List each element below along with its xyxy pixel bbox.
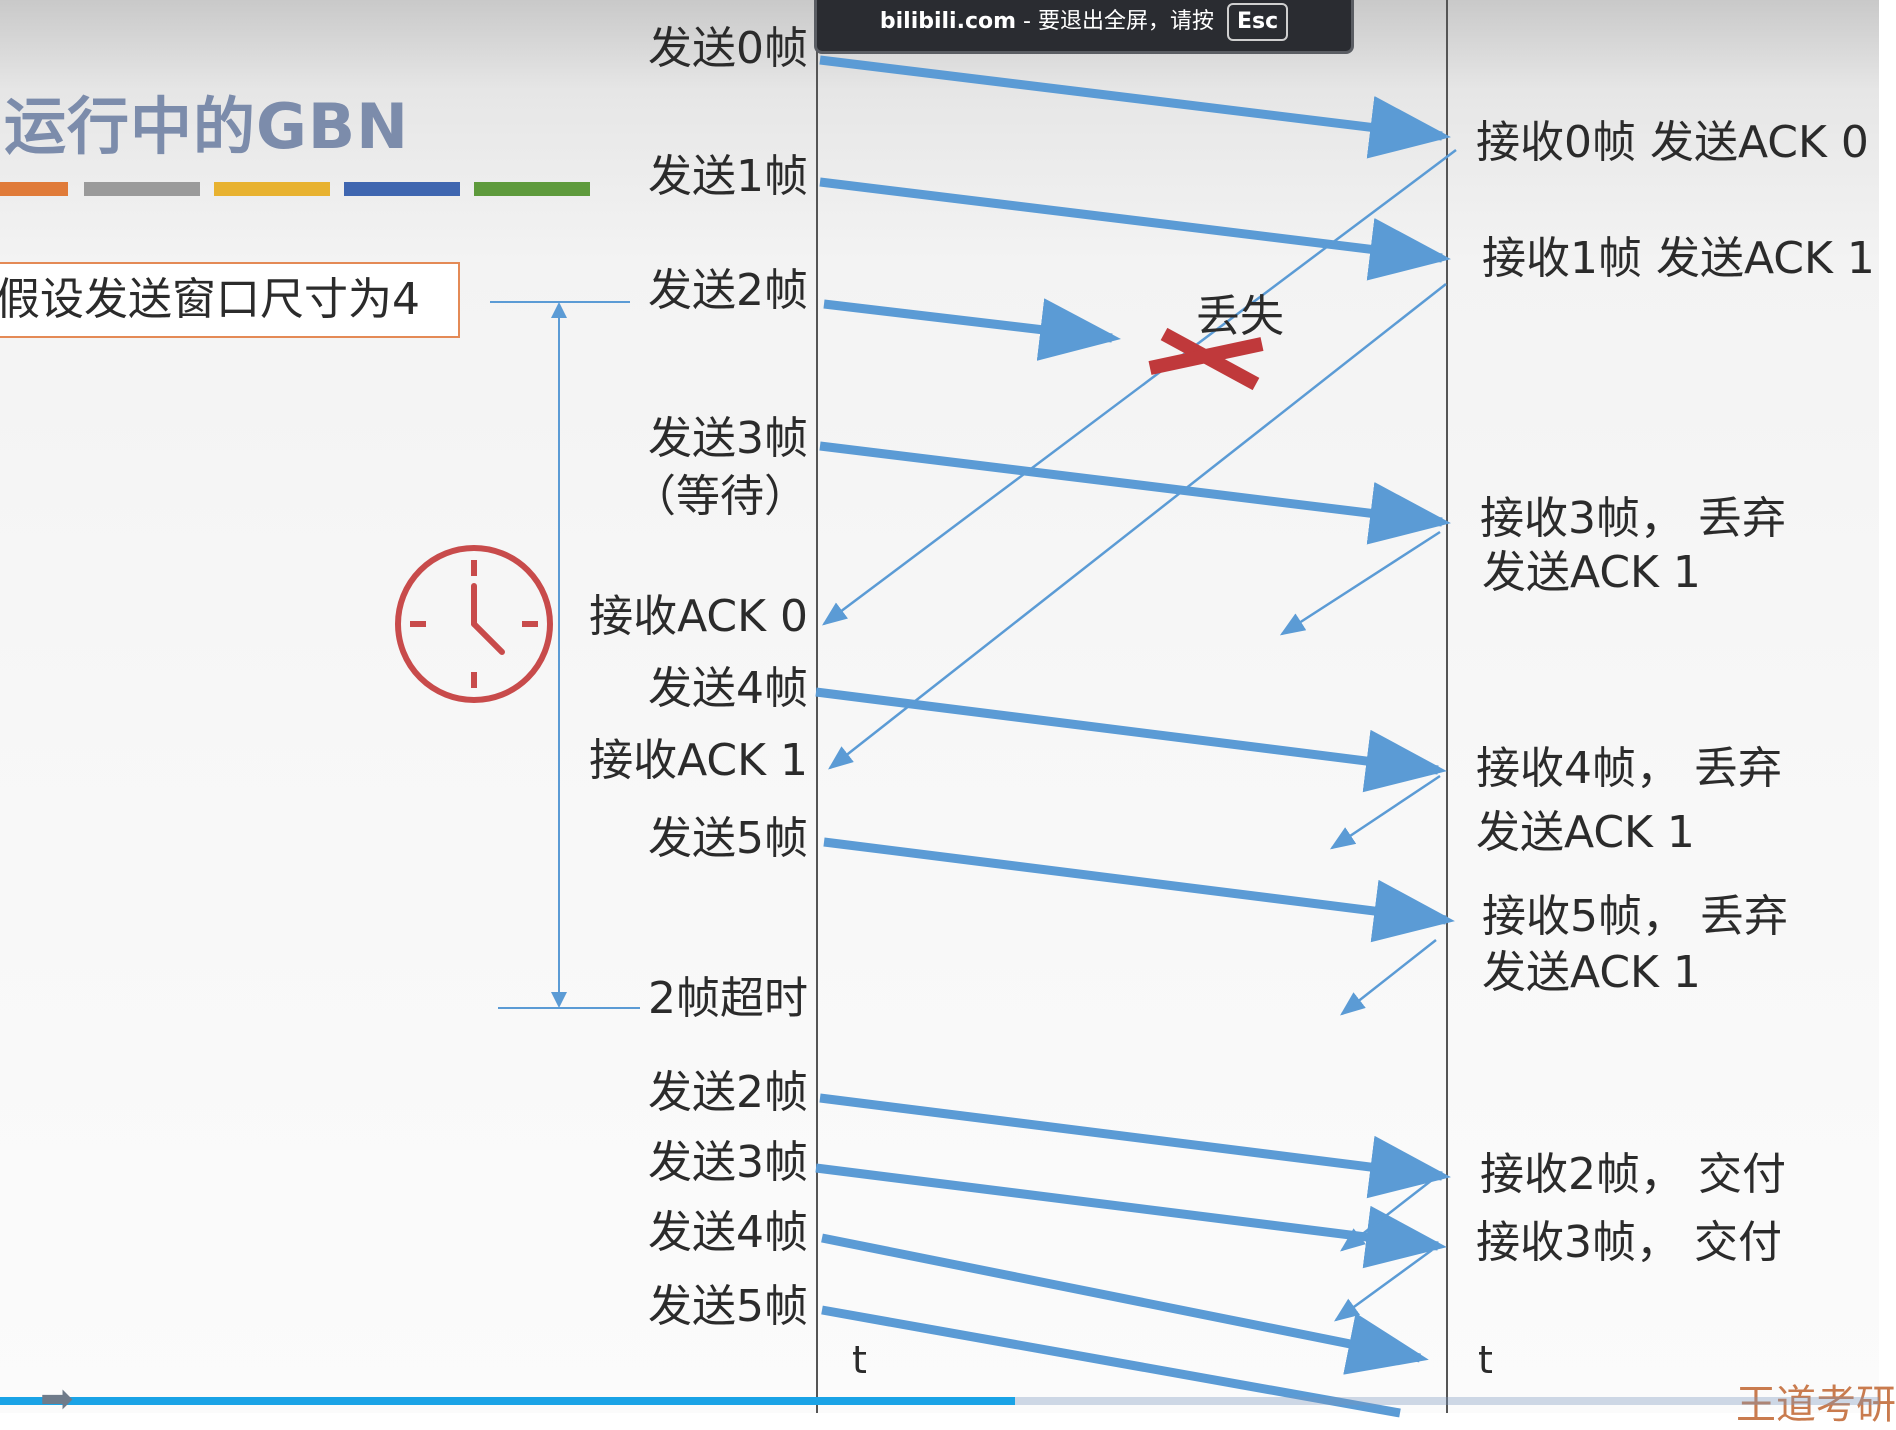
color-bar-3 — [214, 182, 330, 196]
sender-event-resend-4: 发送4帧 — [648, 1207, 808, 1258]
lost-frame-x-mark — [1148, 327, 1264, 391]
frame-5-arrow — [823, 837, 1455, 943]
slide-title: 运行中的GBN — [4, 90, 410, 163]
next-arrow-icon[interactable]: ➡ — [40, 1376, 74, 1422]
sender-time-axis-label: t — [852, 1338, 867, 1382]
sender-event-wait: （等待） — [632, 471, 808, 522]
receiver-time-axis-label: t — [1478, 1338, 1493, 1382]
window-size-assumption: 假设发送窗口尺寸为4 — [0, 262, 460, 338]
frame-0-arrow — [819, 55, 1451, 159]
receiver-event-recv-3-discard: 接收3帧， 丢弃 — [1480, 493, 1786, 544]
frame-4-arrow — [815, 687, 1447, 793]
frame-2-resend-arrow — [819, 1093, 1451, 1199]
sender-event-timeout-2: 2帧超时 — [648, 973, 808, 1024]
lost-frame-label: 丢失 — [1196, 291, 1284, 342]
sender-event-recv-ack-1: 接收ACK 1 — [589, 735, 808, 786]
frame-5-resend-arrow — [821, 1305, 1401, 1418]
sender-event-send-1: 发送1帧 — [648, 151, 808, 202]
timer-span-arrow-down — [551, 992, 567, 1008]
receiver-event-recv-4-discard: 接收4帧， 丢弃 — [1476, 743, 1782, 794]
receiver-event-recv-4-ack: 发送ACK 1 — [1476, 807, 1695, 858]
sender-event-send-3: 发送3帧 — [648, 413, 808, 464]
sender-event-send-5: 发送5帧 — [648, 813, 808, 864]
sender-event-send-0: 发送0帧 — [648, 23, 808, 74]
frame-3-resend-arrow — [815, 1163, 1447, 1269]
receiver-event-recv-3-ack: 发送ACK 1 — [1482, 547, 1701, 598]
ack-0-arrow — [822, 149, 1457, 626]
receiver-event-recv-0: 接收0帧 发送ACK 0 — [1476, 117, 1869, 168]
video-progress-fill[interactable] — [0, 1397, 1015, 1405]
exit-hint-text: - 要退出全屏，请按 — [1016, 9, 1221, 34]
ack-1-dup-arrow-c — [1340, 939, 1437, 1016]
frame-3-arrow — [819, 441, 1451, 545]
gbn-timeline-diagram — [395, 0, 1457, 1418]
fullscreen-exit-hint: bilibili.com - 要退出全屏，请按 Esc — [814, 0, 1354, 54]
receiver-event-recv-3-deliver: 接收3帧， 交付 — [1476, 1217, 1782, 1268]
esc-key-badge: Esc — [1226, 3, 1289, 41]
timer-span-arrow-up — [551, 302, 567, 318]
sender-event-resend-5: 发送5帧 — [648, 1281, 808, 1332]
receiver-event-recv-1: 接收1帧 发送ACK 1 — [1482, 233, 1875, 284]
ack-3-arrow — [1333, 1248, 1433, 1322]
ack-2-arrow — [1340, 1179, 1433, 1252]
frame-4-resend-arrow — [821, 1233, 1429, 1375]
receiver-event-recv-2-deliver: 接收2帧， 交付 — [1480, 1149, 1786, 1200]
color-bar-5 — [474, 182, 590, 196]
frame-2-arrow — [823, 298, 1121, 361]
receiver-event-recv-5-ack: 发送ACK 1 — [1482, 947, 1701, 998]
sender-event-resend-3: 发送3帧 — [648, 1137, 808, 1188]
frame-1-arrow — [819, 177, 1451, 281]
sender-event-send-2: 发送2帧 — [648, 265, 808, 316]
ack-1-arrow — [828, 283, 1447, 770]
color-bar-4 — [344, 182, 460, 196]
color-bar-2 — [84, 182, 200, 196]
clock-icon — [395, 545, 553, 703]
site-name: bilibili.com — [879, 9, 1017, 34]
sender-event-send-4: 发送4帧 — [648, 663, 808, 714]
color-bar-1 — [0, 182, 68, 196]
sender-event-resend-2: 发送2帧 — [648, 1067, 808, 1118]
sender-event-recv-ack-0: 接收ACK 0 — [589, 591, 808, 642]
watermark: 王道考研 — [1736, 1382, 1896, 1428]
ack-1-dup-arrow-a — [1279, 530, 1441, 636]
receiver-event-recv-5-discard: 接收5帧， 丢弃 — [1482, 891, 1788, 942]
ack-1-dup-arrow-b — [1329, 774, 1441, 850]
